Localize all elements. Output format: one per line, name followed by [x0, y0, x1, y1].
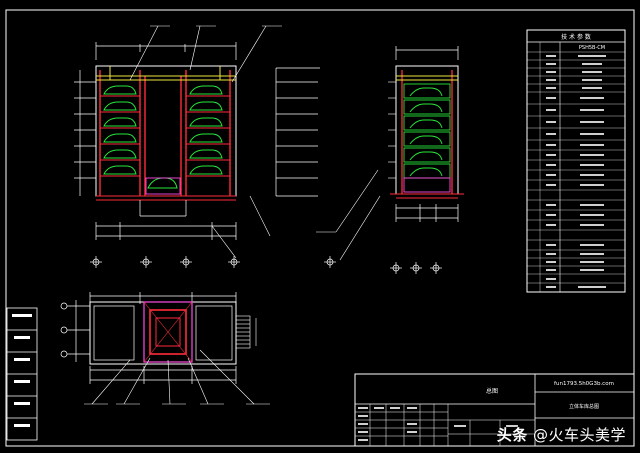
- axis-grid-markers: [90, 256, 442, 274]
- spec-table: 技 术 参 数 PSH5B-CM: [526, 29, 626, 293]
- watermark-prefix: 头条: [496, 426, 528, 444]
- title-block-center-label: 总图: [486, 387, 498, 395]
- plan-view[interactable]: [60, 292, 270, 405]
- level-elevation-markers: [275, 67, 320, 197]
- title-block: fun1793.5h0G3b.com 总图 立体车库总图: [354, 373, 635, 447]
- spec-table-model: PSH5B-CM: [579, 45, 605, 51]
- watermark: 头条 @火车头美学: [497, 424, 626, 445]
- front-elevation[interactable]: [74, 25, 282, 259]
- watermark-handle: @火车头美学: [532, 426, 626, 444]
- left-strip-table: [6, 307, 38, 441]
- outer-frame: [5, 9, 635, 447]
- title-block-url: fun1793.5h0G3b.com: [554, 381, 614, 387]
- spec-table-header: 技 术 参 数: [561, 33, 591, 41]
- side-elevation[interactable]: [316, 46, 464, 261]
- title-block-drawing-name: 立体车库总图: [569, 403, 599, 410]
